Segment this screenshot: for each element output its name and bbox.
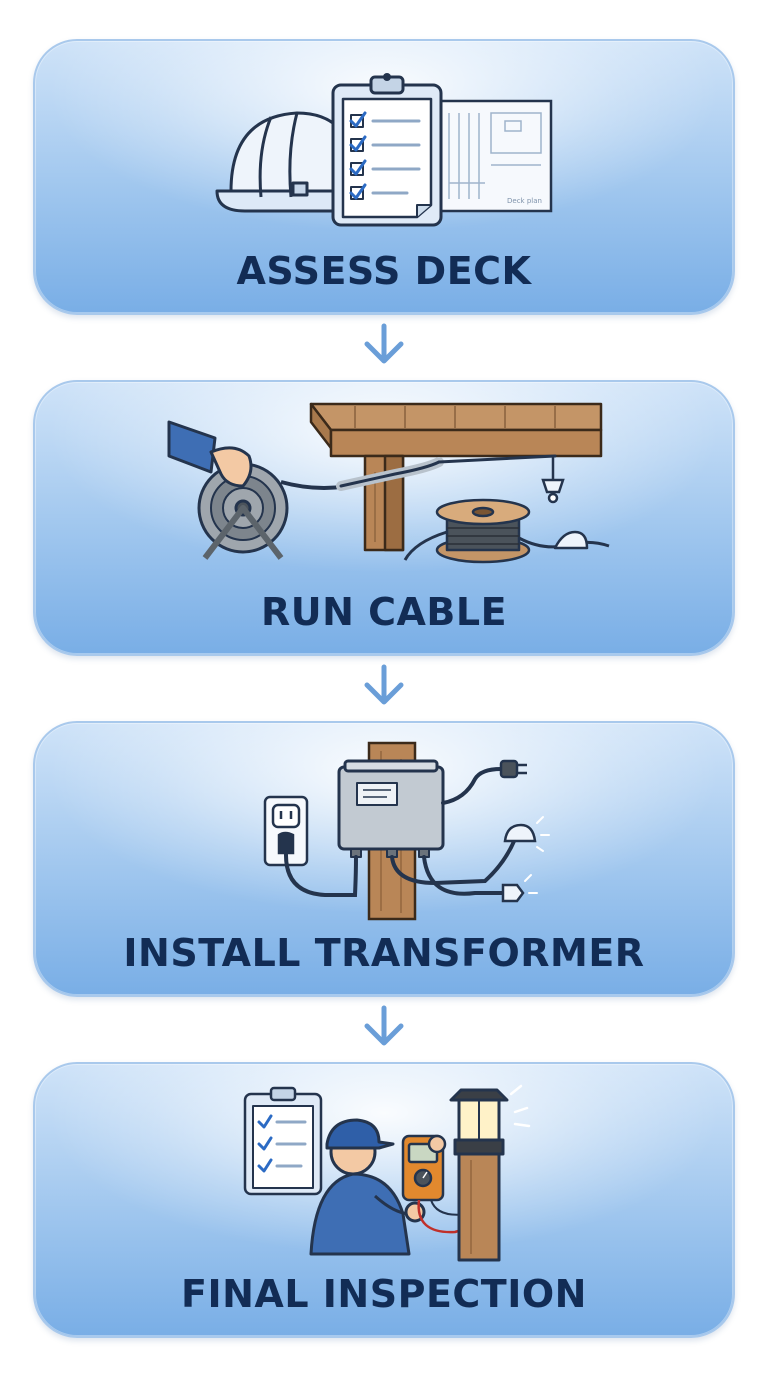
step-card-assess-deck: Deck plan [33, 39, 735, 315]
step-card-install-transformer: INSTALL TRANSFORMER [33, 721, 735, 997]
light-fixture-icon [501, 816, 550, 903]
cable-reel-icon [167, 420, 366, 560]
step-title: RUN CABLE [260, 590, 508, 634]
step-title: ASSESS DECK [236, 249, 532, 293]
hard-hat-icon [215, 111, 355, 213]
deck-plan-icon: Deck plan [437, 99, 553, 213]
transformer-icon [337, 759, 445, 858]
final-inspection-illustration [243, 1084, 531, 1262]
assess-deck-illustration: Deck plan [215, 73, 553, 227]
step-title: FINAL INSPECTION [181, 1272, 587, 1316]
electrician-icon [309, 1118, 426, 1256]
post-light-icon [449, 1084, 531, 1262]
hanging-light-icon [541, 456, 565, 504]
clipboard-icon [243, 1086, 323, 1196]
plug-icon [499, 759, 527, 779]
install-transformer-illustration [263, 741, 550, 921]
chevron-down-icon [364, 1005, 404, 1046]
chevron-down-icon [364, 664, 404, 705]
checklist-icon [331, 73, 443, 227]
step-card-run-cable: RUN CABLE [33, 380, 735, 656]
run-cable-illustration [167, 402, 610, 564]
outlet-icon [263, 795, 309, 867]
step-title: INSTALL TRANSFORMER [123, 931, 645, 975]
step-card-final-inspection: FINAL INSPECTION [33, 1062, 735, 1338]
cable-spool-icon [403, 498, 610, 564]
chevron-down-icon [364, 323, 404, 364]
deck-plan-label: Deck plan [507, 197, 542, 205]
